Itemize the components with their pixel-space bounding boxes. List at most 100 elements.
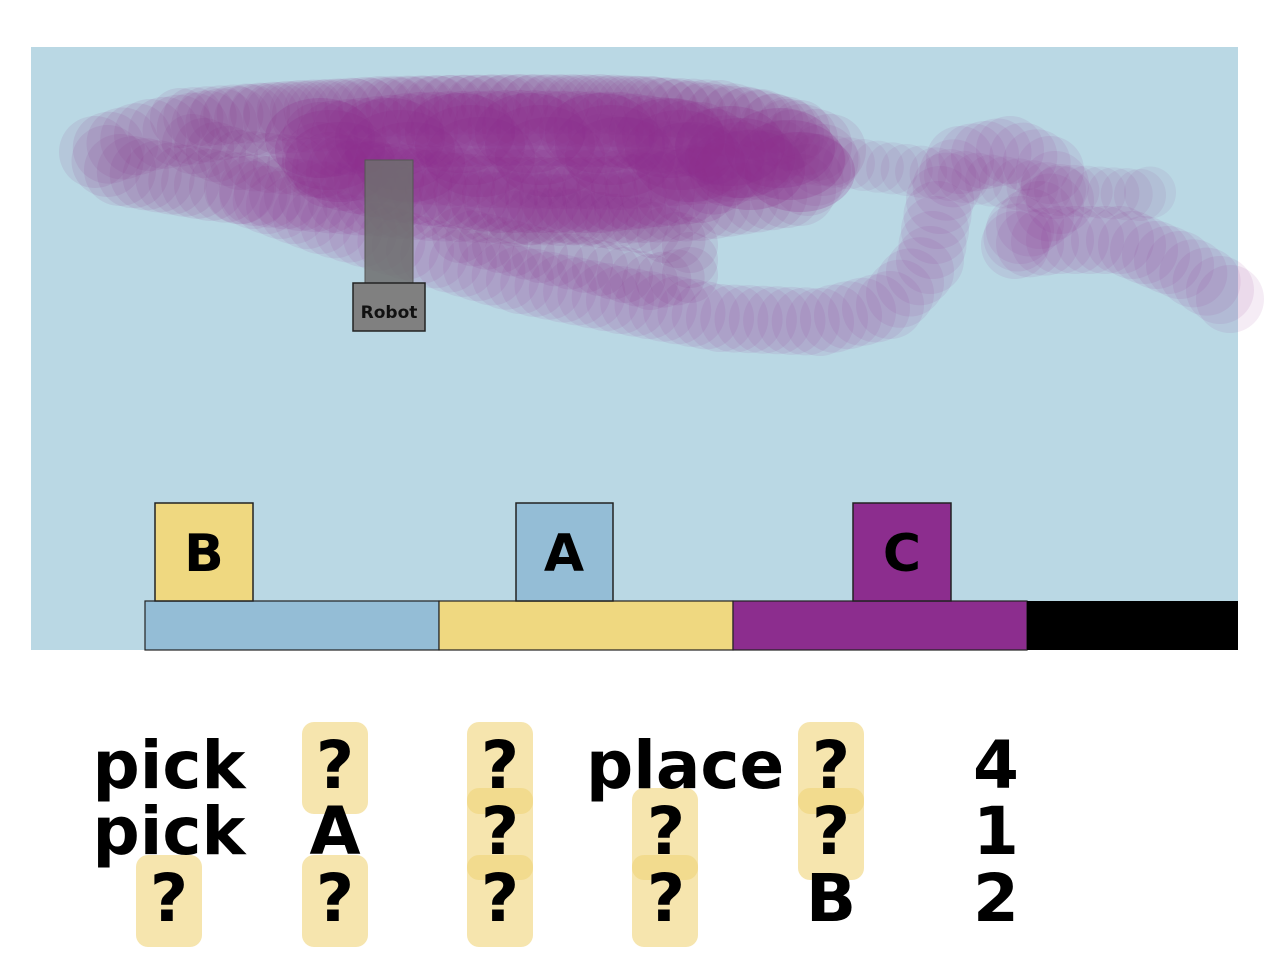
trail-blob [487, 190, 543, 247]
trail-blob [743, 286, 812, 355]
trail-blob [786, 288, 854, 356]
trail-blob [866, 259, 934, 328]
trail-blob [339, 96, 416, 173]
trail-blob [767, 131, 820, 184]
program-token-hole[interactable]: ? [315, 860, 355, 937]
trail-blob [764, 154, 836, 226]
trail-blob [614, 76, 686, 148]
trail-blob [572, 192, 628, 248]
trail-blob [675, 108, 752, 185]
trail-blob [632, 147, 692, 207]
trail-blob [685, 118, 795, 198]
trail-blob [447, 155, 524, 232]
trail-blob [214, 84, 286, 156]
program-token-action: pick [92, 793, 246, 870]
trail-blob [688, 130, 765, 207]
program-token-hole[interactable]: ? [811, 727, 851, 804]
trail-blob [539, 91, 616, 168]
trail-blob [199, 86, 272, 159]
trail-blob [457, 237, 526, 306]
trail-blob [650, 169, 722, 242]
trail-blob [206, 156, 274, 224]
trail-blob [142, 94, 215, 167]
trail-blob [808, 135, 861, 188]
trail-blob [996, 188, 1064, 257]
robot: Robot [352, 159, 426, 332]
trail-blob [156, 92, 229, 165]
trail-blob [570, 74, 630, 134]
trail-blob [641, 79, 714, 152]
trail-blob [586, 266, 654, 334]
trail-blob [615, 98, 725, 178]
trail-blob [292, 132, 368, 208]
trail-blob [414, 75, 486, 147]
program-token-hole[interactable]: ? [646, 860, 686, 937]
trail-blob [662, 147, 738, 223]
trail-blob [876, 248, 944, 317]
program-token-hole[interactable]: ? [811, 793, 851, 870]
trail-blob [464, 148, 524, 209]
trail-blob [306, 135, 382, 211]
trail-blob [648, 249, 705, 306]
trail-blob [174, 149, 246, 221]
trail-blob [566, 172, 638, 245]
trail-blob [242, 82, 315, 155]
trail-blob [234, 155, 306, 228]
trail-blob [660, 145, 720, 205]
trail-blob [571, 263, 640, 332]
trail-blob [470, 74, 542, 147]
trail-blob [1071, 206, 1139, 274]
program-token-hole[interactable]: ? [480, 793, 520, 870]
trail-blob [422, 146, 482, 207]
trail-blob [572, 240, 628, 296]
trail-blob [963, 118, 1032, 187]
trail-blob [443, 233, 512, 302]
trail-blob [1034, 164, 1086, 216]
trail-blob [315, 77, 388, 150]
trail-blob [1086, 206, 1154, 274]
trail-blob [622, 170, 694, 243]
trail-blob [310, 99, 387, 176]
trail-blob [919, 139, 988, 208]
trail-blob [688, 143, 748, 203]
trail-blob [992, 158, 1045, 211]
trail-blob [297, 79, 358, 140]
trail-blob [437, 170, 510, 243]
program-token-hole[interactable]: ? [315, 727, 355, 804]
trail-blob [512, 74, 585, 147]
trail-blob [822, 137, 875, 190]
trail-blob [502, 189, 558, 246]
trail-blob [488, 74, 549, 135]
trail-blob [842, 274, 910, 343]
trail-blob [671, 281, 740, 350]
trail-blob [937, 150, 990, 203]
trail-blob [645, 121, 698, 174]
trail-blob [655, 80, 728, 153]
trail-blob [710, 87, 783, 160]
block-a-body [515, 502, 614, 602]
trail-blob [622, 254, 678, 310]
program-token-hole[interactable]: ? [149, 860, 189, 937]
trail-blob [482, 90, 558, 166]
trail-blob [633, 149, 710, 226]
trail-blob [743, 93, 804, 154]
trail-blob [496, 90, 573, 167]
trail-blob [498, 74, 571, 147]
trail-blob [344, 76, 416, 148]
trail-blob [186, 122, 246, 182]
program-token-hole[interactable]: ? [480, 860, 520, 937]
trail-blob [292, 161, 365, 234]
trail-blob [702, 122, 778, 198]
trail-blob [460, 74, 521, 135]
trail-blob [1016, 136, 1084, 204]
trail-blob [1114, 169, 1166, 221]
trail-blob [895, 145, 948, 198]
trail-blob [828, 277, 896, 346]
trail-blob [584, 243, 641, 300]
trail-blob [851, 140, 904, 193]
trail-blob [365, 76, 426, 137]
program-token-hole[interactable]: ? [480, 727, 520, 804]
program-token-hole[interactable]: ? [646, 793, 686, 870]
trail-blob [837, 139, 890, 191]
trail-blob [109, 138, 182, 211]
